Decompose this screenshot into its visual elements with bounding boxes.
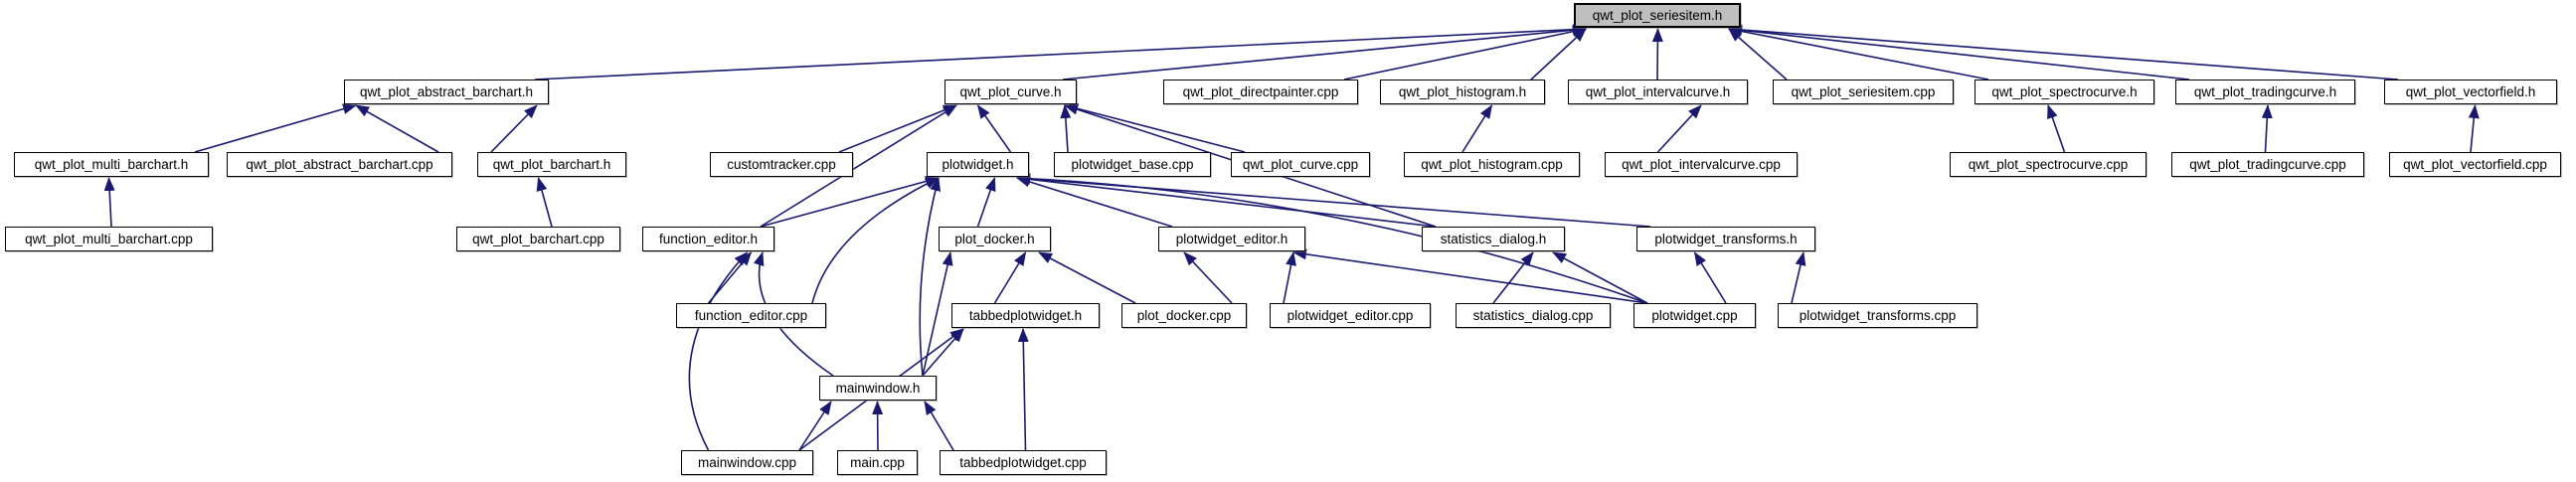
edge-qwt-plot-curve-cpp-to-qwt-plot-curve-h (1064, 102, 1246, 153)
node-qwt-plot-vectorfield-cpp[interactable]: qwt_plot_vectorfield.cpp (2389, 152, 2561, 177)
node-function-editor-cpp[interactable]: function_editor.cpp (676, 303, 826, 328)
node-plotwidget-transforms-h[interactable]: plotwidget_transforms.h (1636, 227, 1815, 251)
edge-plotwidget-cpp-to-plotwidget-editor-h (1292, 248, 1648, 304)
edge-plot-docker-cpp-to-plotwidget-editor-h (1183, 251, 1233, 304)
edge-statistics-dialog-h-to-plotwidget-h (1016, 174, 1437, 228)
node-qwt-plot-multi-barchart-h[interactable]: qwt_plot_multi_barchart.h (14, 152, 209, 177)
edge-qwt-plot-intervalcurve-cpp-to-qwt-plot-intervalcurve-h (1656, 104, 1702, 153)
node-function-editor-h[interactable]: function_editor.h (642, 227, 774, 251)
edge-mainwindow-h-to-plot-docker-h (922, 251, 953, 377)
node-qwt-plot-abstract-barchart-h[interactable]: qwt_plot_abstract_barchart.h (344, 80, 549, 104)
node-qwt-plot-seriesitem-h: qwt_plot_seriesitem.h (1574, 3, 1741, 28)
edge-qwt-plot-barchart-h-to-qwt-plot-abstract-barchart-h (490, 104, 538, 153)
node-plotwidget-transforms-cpp[interactable]: plotwidget_transforms.cpp (1778, 303, 1977, 328)
edge-qwt-plot-abstract-barchart-cpp-to-qwt-plot-abstract-barchart-h (355, 104, 439, 153)
edge-qwt-plot-histogram-h-to-qwt-plot-seriesitem-h (1530, 28, 1587, 80)
node-qwt-plot-curve-cpp[interactable]: qwt_plot_curve.cpp (1231, 152, 1370, 177)
node-qwt-plot-abstract-barchart-cpp[interactable]: qwt_plot_abstract_barchart.cpp (227, 152, 452, 177)
edge-qwt-plot-tradingcurve-cpp-to-qwt-plot-tradingcurve-h (2261, 104, 2273, 153)
edge-qwt-plot-barchart-cpp-to-qwt-plot-barchart-h (536, 177, 553, 228)
edge-qwt-plot-seriesitem-cpp-to-qwt-plot-seriesitem-h (1728, 28, 1788, 80)
node-qwt-plot-histogram-cpp[interactable]: qwt_plot_histogram.cpp (1404, 152, 1580, 177)
edge-qwt-plot-curve-h-to-qwt-plot-seriesitem-h (1062, 24, 1587, 80)
edge-mainwindow-h-to-tabbedplotwidget-h (922, 328, 964, 377)
node-qwt-plot-seriesitem-cpp[interactable]: qwt_plot_seriesitem.cpp (1773, 80, 1954, 104)
edge-function-editor-h-to-qwt-plot-curve-h (760, 104, 957, 228)
node-qwt-plot-tradingcurve-h[interactable]: qwt_plot_tradingcurve.h (2175, 80, 2355, 104)
edge-mainwindow-cpp-to-mainwindow-h (798, 401, 832, 451)
node-plotwidget-base-cpp[interactable]: plotwidget_base.cpp (1054, 152, 1211, 177)
node-statistics-dialog-h[interactable]: statistics_dialog.h (1422, 227, 1565, 251)
node-qwt-plot-spectrocurve-cpp[interactable]: qwt_plot_spectrocurve.cpp (1950, 152, 2147, 177)
edge-plotwidget-editor-h-to-plotwidget-h (1016, 176, 1173, 228)
node-tabbedplotwidget-h[interactable]: tabbedplotwidget.h (951, 303, 1100, 328)
edge-qwt-plot-multi-barchart-cpp-to-qwt-plot-multi-barchart-h (103, 177, 115, 228)
node-plotwidget-h[interactable]: plotwidget.h (927, 152, 1029, 177)
edge-plot-docker-cpp-to-plot-docker-h (1038, 251, 1136, 304)
edge-mainwindow-cpp-to-function-editor-h (688, 251, 749, 451)
node-qwt-plot-directpainter-cpp[interactable]: qwt_plot_directpainter.cpp (1163, 80, 1358, 104)
edge-plotwidget-transforms-cpp-to-plotwidget-transforms-h (1791, 251, 1806, 304)
edge-qwt-plot-multi-barchart-h-to-qwt-plot-abstract-barchart-h (194, 103, 357, 153)
node-plotwidget-editor-h[interactable]: plotwidget_editor.h (1158, 227, 1305, 251)
node-qwt-plot-tradingcurve-cpp[interactable]: qwt_plot_tradingcurve.cpp (2171, 152, 2364, 177)
edge-plotwidget-editor-cpp-to-plotwidget-editor-h (1283, 251, 1296, 304)
node-plot-docker-cpp[interactable]: plot_docker.cpp (1121, 303, 1247, 328)
edge-qwt-plot-histogram-cpp-to-qwt-plot-histogram-h (1461, 104, 1493, 153)
edge-plotwidget-cpp-to-plotwidget-h (1016, 173, 1648, 304)
node-plotwidget-editor-cpp[interactable]: plotwidget_editor.cpp (1270, 303, 1431, 328)
edge-plotwidget-h-to-qwt-plot-curve-h (976, 104, 1012, 153)
edge-function-editor-cpp-to-plotwidget-h (811, 177, 940, 304)
edge-qwt-plot-intervalcurve-h-to-qwt-plot-seriesitem-h (1651, 28, 1663, 80)
edge-plotwidget-base-cpp-to-qwt-plot-curve-h (1060, 104, 1072, 153)
node-qwt-plot-intervalcurve-cpp[interactable]: qwt_plot_intervalcurve.cpp (1605, 152, 1798, 177)
edge-main-cpp-to-mainwindow-h (872, 401, 884, 451)
edge-tabbedplotwidget-h-to-plot-docker-h (993, 251, 1027, 304)
node-qwt-plot-vectorfield-h[interactable]: qwt_plot_vectorfield.h (2384, 80, 2557, 104)
edge-qwt-plot-vectorfield-h-to-qwt-plot-seriesitem-h (1728, 24, 2399, 80)
node-qwt-plot-intervalcurve-h[interactable]: qwt_plot_intervalcurve.h (1568, 80, 1748, 104)
node-customtracker-cpp[interactable]: customtracker.cpp (710, 152, 853, 177)
node-qwt-plot-spectrocurve-h[interactable]: qwt_plot_spectrocurve.h (1975, 80, 2154, 104)
edge-qwt-plot-vectorfield-cpp-to-qwt-plot-vectorfield-h (2468, 104, 2480, 153)
node-qwt-plot-multi-barchart-cpp[interactable]: qwt_plot_multi_barchart.cpp (5, 227, 213, 251)
edge-statistics-dialog-cpp-to-statistics-dialog-h (1492, 251, 1534, 304)
edge-qwt-plot-abstract-barchart-h-to-qwt-plot-seriesitem-h (534, 24, 1587, 80)
edge-qwt-plot-spectrocurve-h-to-qwt-plot-seriesitem-h (1728, 26, 1989, 80)
node-mainwindow-h[interactable]: mainwindow.h (819, 376, 937, 401)
edge-qwt-plot-directpainter-cpp-to-qwt-plot-seriesitem-h (1343, 26, 1587, 80)
edge-function-editor-h-to-plotwidget-h (760, 176, 940, 228)
node-plotwidget-cpp[interactable]: plotwidget.cpp (1633, 303, 1756, 328)
node-mainwindow-cpp[interactable]: mainwindow.cpp (681, 450, 813, 475)
edge-qwt-plot-tradingcurve-h-to-qwt-plot-seriesitem-h (1728, 24, 2190, 80)
node-plot-docker-h[interactable]: plot_docker.h (939, 227, 1051, 251)
node-statistics-dialog-cpp[interactable]: statistics_dialog.cpp (1456, 303, 1611, 328)
edge-plotwidget-cpp-to-plotwidget-transforms-h (1693, 251, 1727, 304)
edge-tabbedplotwidget-cpp-to-tabbedplotwidget-h (1017, 328, 1029, 451)
edge-customtracker-cpp-to-qwt-plot-curve-h (838, 104, 957, 153)
edge-plotwidget-cpp-to-statistics-dialog-h (1552, 251, 1648, 304)
node-qwt-plot-curve-h[interactable]: qwt_plot_curve.h (945, 80, 1077, 104)
edge-tabbedplotwidget-cpp-to-mainwindow-h (924, 401, 954, 451)
edge-plot-docker-h-to-plotwidget-h (976, 177, 996, 228)
node-qwt-plot-barchart-h[interactable]: qwt_plot_barchart.h (477, 152, 626, 177)
edge-qwt-plot-spectrocurve-cpp-to-qwt-plot-spectrocurve-h (2047, 104, 2066, 153)
node-qwt-plot-histogram-h[interactable]: qwt_plot_histogram.h (1380, 80, 1545, 104)
node-main-cpp[interactable]: main.cpp (837, 450, 918, 475)
edge-mainwindow-h-to-plotwidget-h (919, 177, 942, 377)
node-tabbedplotwidget-cpp[interactable]: tabbedplotwidget.cpp (940, 450, 1107, 475)
node-qwt-plot-barchart-cpp[interactable]: qwt_plot_barchart.cpp (456, 227, 620, 251)
